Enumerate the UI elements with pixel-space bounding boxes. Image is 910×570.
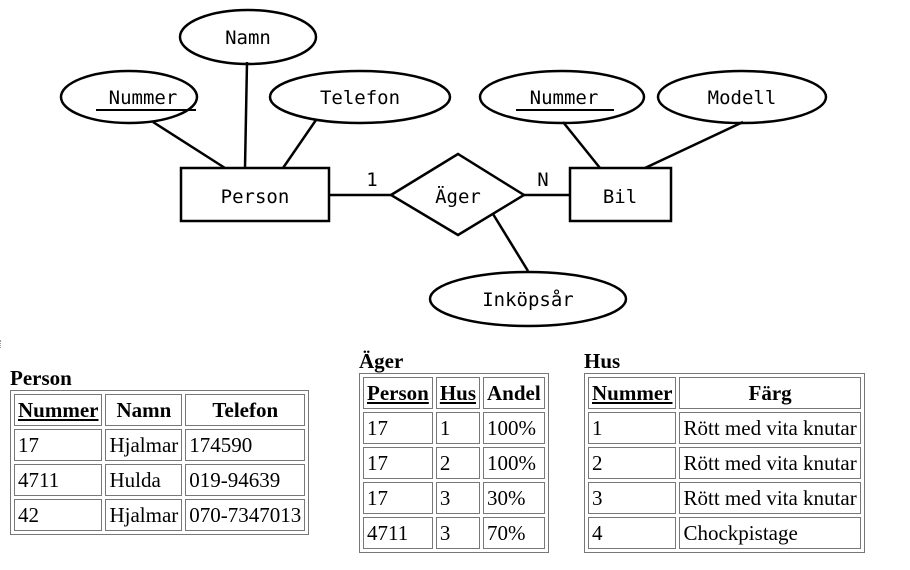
table-cell: Rött med vita knutar: [679, 482, 861, 514]
table-cell: 3: [588, 482, 677, 514]
table-cell: 42: [14, 499, 103, 531]
table-row: 2 Rött med vita knutar: [588, 447, 861, 479]
table-cell: Chockpistage: [679, 517, 861, 549]
table-cell: 17: [363, 412, 433, 444]
attribute-namn-ellipse: [178, 8, 318, 66]
attribute-person-nummer-ellipse: [59, 69, 199, 125]
table-row: 3 Rött med vita knutar: [588, 482, 861, 514]
column-header: Färg: [679, 377, 861, 409]
er-diagram: Namn Nummer Telefon Nummer Modell Inköps…: [59, 8, 828, 328]
table-cell: 100%: [483, 412, 545, 444]
column-header: Andel: [483, 377, 545, 409]
relationship-label: Äger: [435, 185, 481, 208]
attribute-modell-ellipse: [656, 69, 828, 125]
connector-person-nummer: [152, 120, 226, 170]
cardinality-right-label: N: [537, 169, 548, 191]
hus-table: Nummer Färg 1 Rött med vita knutar 2 Röt…: [584, 373, 865, 553]
table-row: 4 Chockpistage: [588, 517, 861, 549]
attribute-person-nummer-label: Nummer: [109, 87, 178, 109]
column-header: Nummer: [14, 394, 103, 426]
attribute-modell-label: Modell: [708, 87, 777, 109]
table-cell: Hjalmar: [105, 499, 183, 531]
table-cell: 174590: [185, 429, 306, 461]
table-row: 17 2 100%: [363, 447, 545, 479]
table-cell: 070-7347013: [185, 499, 306, 531]
table-cell: 4: [588, 517, 677, 549]
attribute-bil-nummer-ellipse: [478, 69, 646, 125]
entity-person-box: [179, 166, 331, 223]
table-cell: 17: [363, 447, 433, 479]
connector-bil-nummer: [562, 121, 601, 169]
table-cell: 3: [435, 517, 481, 549]
connector-inkopsar: [491, 213, 530, 272]
column-header: Namn: [105, 394, 183, 426]
attribute-telefon-ellipse: [268, 69, 452, 125]
table-cell: 1: [435, 412, 481, 444]
table-cell: Hjalmar: [105, 429, 183, 461]
person-table: Nummer Namn Telefon 17 Hjalmar 174590 47…: [10, 390, 310, 535]
attribute-inkopsar-label: Inköpsår: [482, 288, 574, 311]
column-header: Telefon: [185, 394, 306, 426]
table-cell: 17: [14, 429, 103, 461]
column-header: Hus: [435, 377, 481, 409]
entity-person-label: Person: [221, 186, 290, 208]
table-cell: 17: [363, 482, 433, 514]
table-cell: 1: [588, 412, 677, 444]
entity-bil-box: [568, 166, 673, 223]
table-cell: Rött med vita knutar: [679, 447, 861, 479]
connector-namn: [243, 61, 249, 169]
table-row: 4711 Hulda 019-94639: [14, 464, 306, 496]
table-cell: 4711: [363, 517, 433, 549]
attribute-namn-label: Namn: [225, 27, 271, 49]
connector-modell: [644, 120, 744, 170]
table-header-row: Person Hus Andel: [363, 377, 545, 409]
table-row: 17 1 100%: [363, 412, 545, 444]
table-header-row: Nummer Färg: [588, 377, 861, 409]
table-cell: 100%: [483, 447, 545, 479]
ager-table: Person Hus Andel 17 1 100% 17 2 100% 17 …: [359, 373, 549, 553]
table-cell: 30%: [483, 482, 545, 514]
entity-bil-label: Bil: [603, 186, 637, 208]
table-cell: Hulda: [105, 464, 183, 496]
table-row: 1 Rött med vita knutar: [588, 412, 861, 444]
table-row: 17 3 30%: [363, 482, 545, 514]
table-cell: 3: [435, 482, 481, 514]
cardinality-left-label: 1: [366, 169, 377, 191]
attribute-bil-nummer-label: Nummer: [530, 87, 599, 109]
hus-table-caption: Hus: [584, 349, 621, 373]
person-table-caption: Person: [10, 366, 72, 390]
table-cell: 2: [588, 447, 677, 479]
table-row: 42 Hjalmar 070-7347013: [14, 499, 306, 531]
table-cell: 4711: [14, 464, 103, 496]
column-header: Person: [363, 377, 433, 409]
table-cell: 70%: [483, 517, 545, 549]
relationship-diamond: [388, 152, 527, 237]
table-row: 17 Hjalmar 174590: [14, 429, 306, 461]
table-cell: 019-94639: [185, 464, 306, 496]
connector-telefon: [281, 119, 318, 169]
ager-table-caption: Äger: [359, 349, 404, 373]
column-header: Nummer: [588, 377, 677, 409]
attribute-inkopsar-ellipse: [428, 270, 628, 328]
attribute-telefon-label: Telefon: [320, 87, 400, 109]
table-row: 4711 3 70%: [363, 517, 545, 549]
table-cell: Rött med vita knutar: [679, 412, 861, 444]
table-cell: 2: [435, 447, 481, 479]
divider-mark: [0, 340, 3, 348]
table-header-row: Nummer Namn Telefon: [14, 394, 306, 426]
